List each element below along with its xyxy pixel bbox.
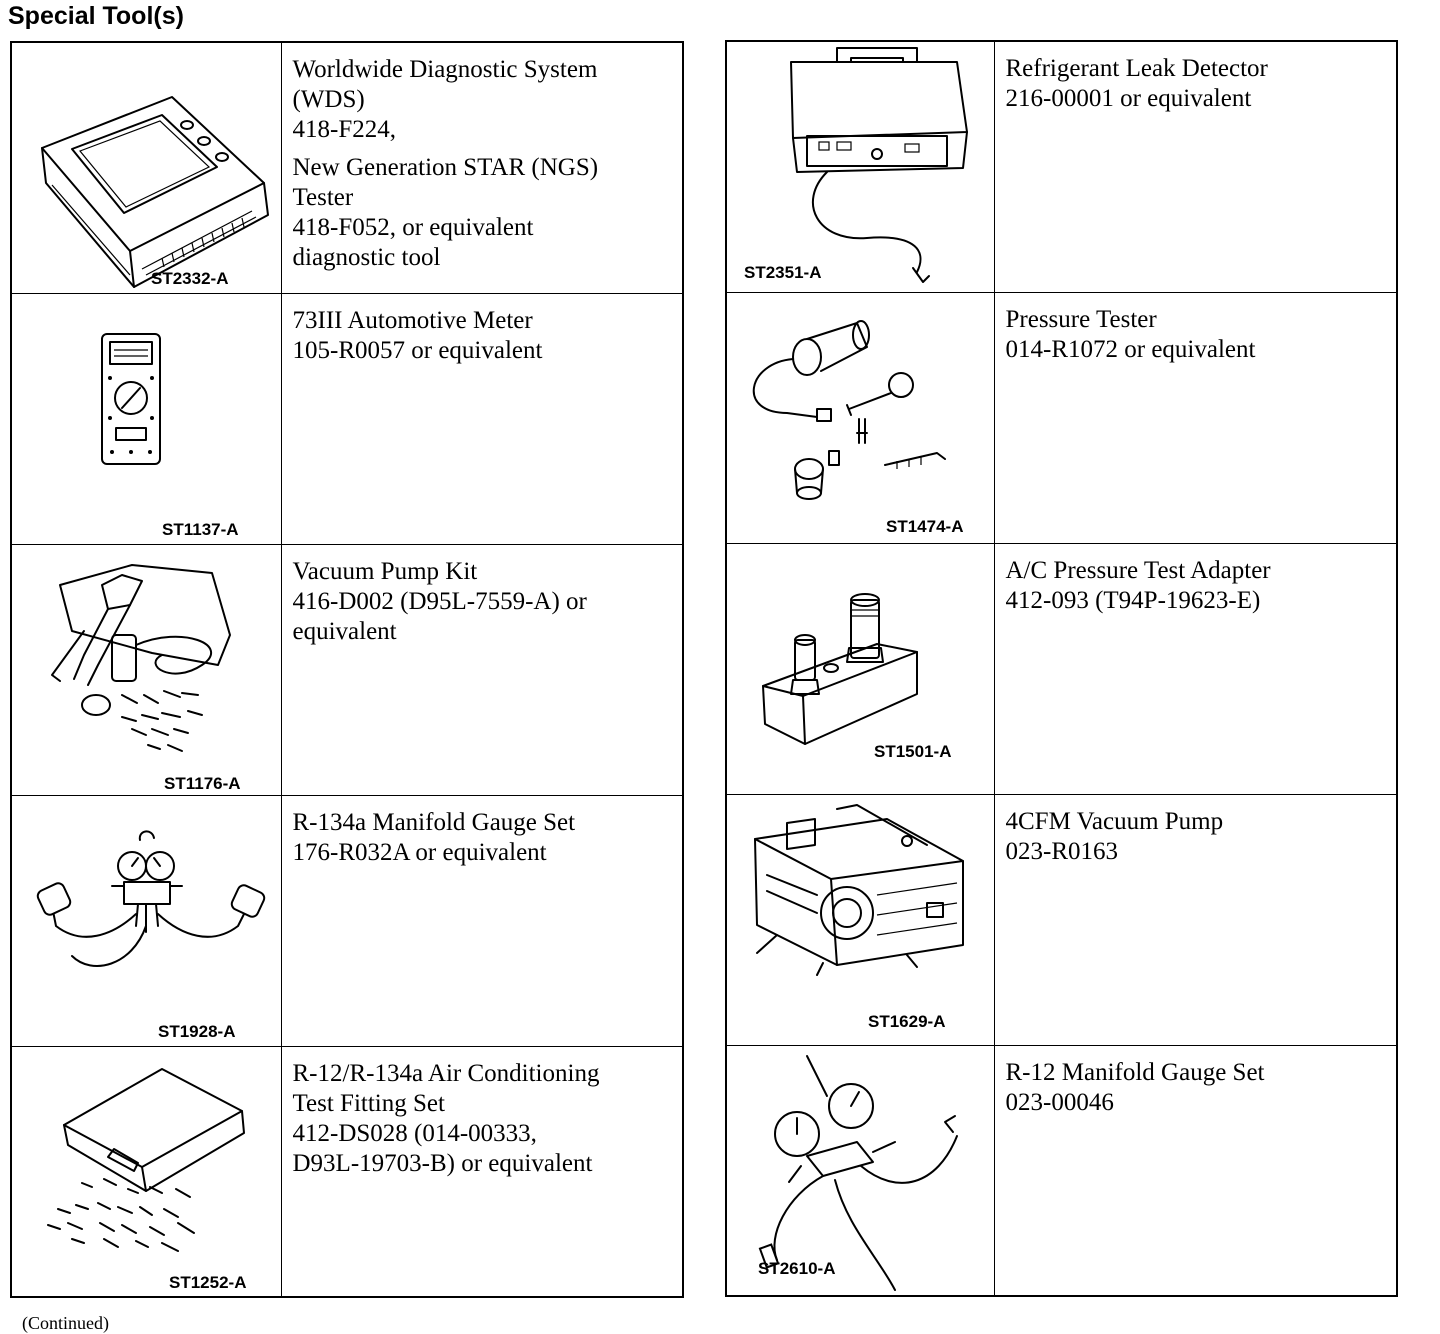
tool-code: ST2351-A — [744, 263, 822, 282]
tool-description-cell: Pressure Tester 014-R1072 or equivalent — [993, 291, 1398, 544]
tool-description-line: 412-DS028 (014-00333, — [292, 1119, 537, 1147]
tool-code: ST1629-A — [868, 1011, 946, 1031]
tool-code: ST1928-A — [158, 1021, 236, 1041]
multimeter-icon — [101, 332, 161, 465]
tool-description-cell: A/C Pressure Test Adapter 412-093 (T94P-… — [993, 542, 1398, 795]
tool-row: ST1252-A R-12/R-134a Air Conditioning Te… — [10, 1045, 684, 1298]
tool-description-line: 416-D002 (D95L-7559-A) or — [292, 587, 587, 615]
tool-description: Pressure Tester 014-R1072 or equivalent — [995, 293, 1397, 365]
tool-code: ST1252-A — [169, 1272, 247, 1292]
tool-description-line: Test Fitting Set — [292, 1089, 445, 1117]
tool-description: Refrigerant Leak Detector 216-00001 or e… — [995, 42, 1397, 114]
tool-description-line: D93L-19703-B) or equivalent — [292, 1149, 593, 1177]
tool-illustration-cell: ST1137-A — [10, 292, 282, 545]
tool-description-line: (WDS) — [292, 86, 365, 113]
tool-description-line: 105-R0057 or equivalent — [292, 336, 543, 364]
tool-row: ST1928-A R-134a Manifold Gauge Set 176-R… — [10, 794, 684, 1047]
tool-illustration-cell: ST2610-A — [725, 1044, 995, 1297]
tool-row: ST1501-A A/C Pressure Test Adapter 412-0… — [725, 542, 1398, 795]
tool-description-line: 4CFM Vacuum Pump — [1005, 807, 1224, 835]
tool-row: ST2610-A R-12 Manifold Gauge Set 023-000… — [725, 1044, 1398, 1297]
tool-description: R-134a Manifold Gauge Set 176-R032A or e… — [282, 796, 683, 868]
continued-note: (Continued) — [22, 1313, 109, 1333]
tool-description-cell: Refrigerant Leak Detector 216-00001 or e… — [993, 40, 1398, 293]
tool-description-line: Pressure Tester — [1005, 305, 1157, 333]
special-tools-table-left: ST2332-A Worldwide Diagnostic System (WD… — [10, 41, 684, 1298]
tool-description-line: Tester — [292, 184, 354, 211]
tool-illustration-cell: ST1629-A — [725, 793, 995, 1046]
tool-description-line: New Generation STAR (NGS) — [292, 154, 599, 181]
fitting-set-case-icon — [47, 1067, 245, 1252]
tool-description: R-12/R-134a Air Conditioning Test Fittin… — [282, 1047, 683, 1179]
vacuum-pump-kit-icon — [51, 563, 231, 752]
tool-row: ST2351-A Refrigerant Leak Detector 216-0… — [725, 40, 1398, 293]
tool-illustration-cell: ST1501-A — [725, 542, 995, 795]
tool-description-cell: Vacuum Pump Kit 416-D002 (D95L-7559-A) o… — [280, 543, 684, 796]
tool-description-line: A/C Pressure Test Adapter — [1005, 556, 1271, 584]
tool-illustration-cell: ST1176-A — [10, 543, 282, 796]
test-adapter-icon — [762, 592, 918, 745]
tool-description-line: 412-093 (T94P-19623-E) — [1005, 586, 1261, 614]
tool-description-line: Vacuum Pump Kit — [292, 557, 478, 585]
tool-row: ST2332-A Worldwide Diagnostic System (WD… — [10, 41, 684, 294]
leak-detector-icon — [790, 47, 968, 283]
tool-row: ST1137-A 73III Automotive Meter 105-R005… — [10, 292, 684, 545]
tool-description-cell: 4CFM Vacuum Pump 023-R0163 — [993, 793, 1398, 1046]
tool-code: ST1176-A — [164, 773, 241, 793]
tool-description-line: 216-00001 or equivalent — [1005, 85, 1252, 112]
tool-code: ST1474-A — [886, 516, 964, 536]
tool-row: ST1629-A 4CFM Vacuum Pump 023-R0163 — [725, 793, 1398, 1046]
tool-description-line: 418-F052, or equivalent — [292, 214, 534, 241]
tool-code: ST2610-A — [758, 1258, 836, 1278]
tool-description: 73III Automotive Meter 105-R0057 or equi… — [282, 294, 683, 366]
tool-illustration-cell: ST2332-A — [10, 41, 282, 294]
tool-description-line: Worldwide Diagnostic System — [292, 56, 598, 83]
tool-illustration-cell: ST1928-A — [10, 794, 282, 1047]
tool-description-cell: R-12 Manifold Gauge Set 023-00046 — [993, 1044, 1398, 1297]
tool-illustration-cell: ST1474-A — [725, 291, 995, 544]
tool-code: ST1137-A — [162, 519, 239, 539]
tool-illustration-cell: ST2351-A — [725, 40, 995, 293]
tool-description-line: R-12 Manifold Gauge Set — [1005, 1058, 1265, 1086]
tool-description: Worldwide Diagnostic System (WDS) 418-F2… — [282, 43, 683, 273]
tool-description-cell: R-134a Manifold Gauge Set 176-R032A or e… — [280, 794, 684, 1047]
tool-description-line: 014-R1072 or equivalent — [1005, 335, 1256, 363]
tool-description-line: 418-F224, — [292, 116, 396, 143]
r12-manifold-gauge-icon — [758, 1054, 958, 1291]
special-tools-table-right: ST2351-A Refrigerant Leak Detector 216-0… — [725, 40, 1398, 1297]
tool-illustration-cell: ST1252-A — [10, 1045, 282, 1298]
tool-description-line: R-134a Manifold Gauge Set — [292, 808, 576, 836]
tool-description-cell: Worldwide Diagnostic System (WDS) 418-F2… — [280, 41, 684, 294]
tool-description: R-12 Manifold Gauge Set 023-00046 — [995, 1046, 1397, 1118]
tool-description-line: R-12/R-134a Air Conditioning — [292, 1059, 600, 1087]
tool-code: ST1501-A — [874, 741, 952, 761]
tool-description-cell: R-12/R-134a Air Conditioning Test Fittin… — [280, 1045, 684, 1298]
tool-description-line: Refrigerant Leak Detector — [1005, 55, 1268, 82]
tool-row: ST1474-A Pressure Tester 014-R1072 or eq… — [725, 291, 1398, 544]
diagnostic-tablet-icon — [41, 96, 269, 288]
tool-description-line: equivalent — [292, 617, 397, 645]
manifold-gauge-set-icon — [36, 830, 266, 967]
tool-description-cell: 73III Automotive Meter 105-R0057 or equi… — [280, 292, 684, 545]
tool-description-line: 176-R032A or equivalent — [292, 838, 547, 866]
pressure-tester-icon — [752, 319, 946, 500]
tool-description-line: 023-00046 — [1005, 1088, 1114, 1116]
tool-description-line: diagnostic tool — [292, 244, 441, 271]
tool-description: A/C Pressure Test Adapter 412-093 (T94P-… — [995, 544, 1397, 616]
page-heading: Special Tool(s) — [8, 2, 184, 30]
tool-description-line: 023-R0163 — [1005, 837, 1119, 865]
vacuum-pump-icon — [754, 803, 964, 976]
tool-description: Vacuum Pump Kit 416-D002 (D95L-7559-A) o… — [282, 545, 683, 647]
tool-row: ST1176-A Vacuum Pump Kit 416-D002 (D95L-… — [10, 543, 684, 796]
tool-code: ST2332-A — [151, 269, 229, 288]
tool-description-line: 73III Automotive Meter — [292, 306, 533, 334]
tool-description: 4CFM Vacuum Pump 023-R0163 — [995, 795, 1397, 867]
